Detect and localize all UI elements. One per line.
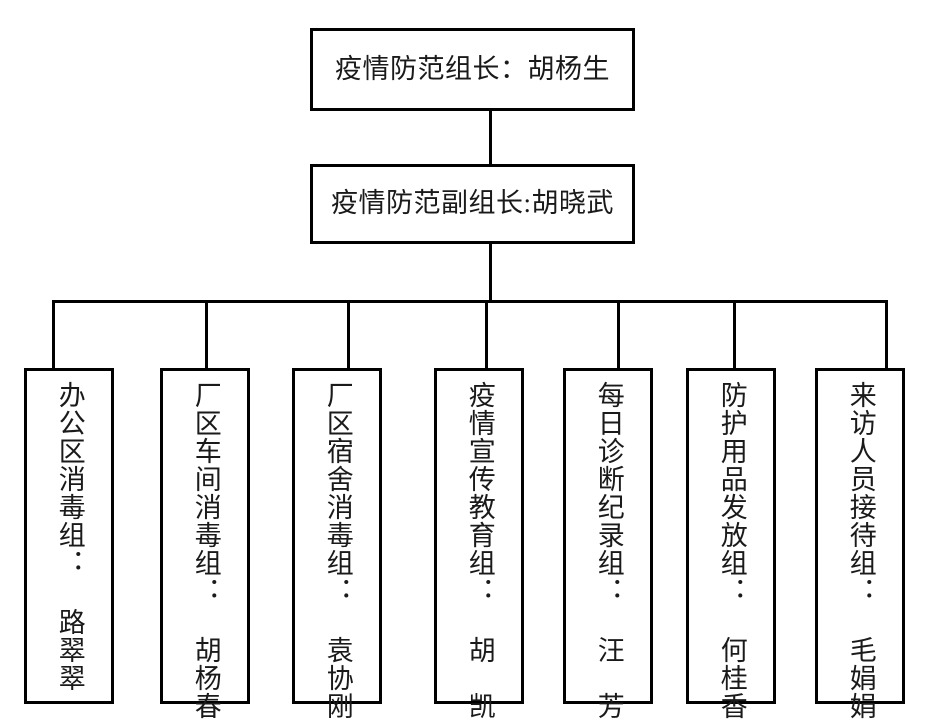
connector-leader-to-deputy (489, 111, 492, 164)
node-group-visitor-reception[interactable]: 来访人员接待组： 毛娟娟 (815, 368, 905, 720)
node-group-office-disinfection[interactable]: 办公区消毒组： 路翠翠 (24, 368, 114, 704)
node-leader[interactable]: 疫情防范组长：胡杨生 (310, 28, 635, 111)
node-group-daily-diagnosis-record[interactable]: 每日诊断纪录组： 汪 芳 (563, 368, 653, 720)
node-group-label-3: 厂区宿舍消毒组： 袁协刚 (322, 381, 353, 720)
node-group-publicity-education[interactable]: 疫情宣传教育组： 胡 凯 (434, 368, 524, 720)
node-group-dormitory-disinfection[interactable]: 厂区宿舍消毒组： 袁协刚 (292, 368, 382, 720)
node-group-label-7: 来访人员接待组： 毛娟娟 (845, 381, 876, 720)
node-group-label-1: 办公区消毒组： 路翠翠 (54, 381, 85, 692)
node-group-ppe-distribution[interactable]: 防护用品发放组： 何桂香 (686, 368, 776, 720)
node-leader-label: 疫情防范组长：胡杨生 (335, 53, 610, 84)
node-deputy-label: 疫情防范副组长:胡晓武 (330, 188, 614, 219)
node-deputy[interactable]: 疫情防范副组长:胡晓武 (310, 164, 635, 244)
connector-deputy-stem (489, 244, 492, 300)
connector-drop-4 (485, 300, 488, 368)
connector-horizontal-bus (52, 300, 888, 303)
node-group-label-5: 每日诊断纪录组： 汪 芳 (593, 381, 624, 720)
node-group-label-2: 厂区车间消毒组： 胡杨春 (190, 381, 221, 720)
node-group-workshop-disinfection[interactable]: 厂区车间消毒组： 胡杨春 (160, 368, 250, 720)
node-group-label-6: 防护用品发放组： 何桂香 (716, 381, 747, 720)
connector-drop-2 (205, 300, 208, 368)
connector-drop-7 (885, 300, 888, 368)
connector-drop-5 (617, 300, 620, 368)
connector-drop-1 (52, 300, 55, 368)
connector-drop-3 (347, 300, 350, 368)
node-group-label-4: 疫情宣传教育组： 胡 凯 (464, 381, 495, 720)
connector-drop-6 (733, 300, 736, 368)
